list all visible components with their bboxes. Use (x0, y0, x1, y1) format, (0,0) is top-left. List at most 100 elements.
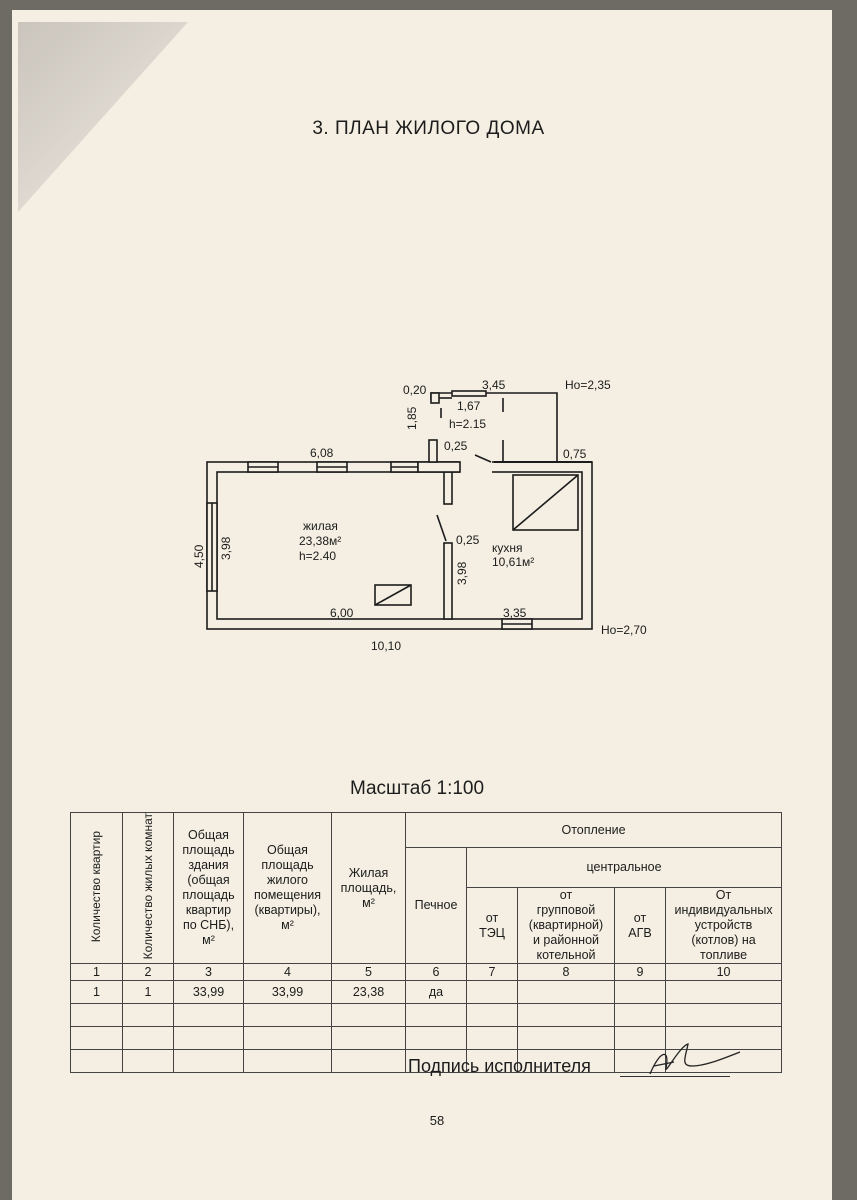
scale-label: Масштаб 1:100 (349, 778, 485, 799)
table-cell: 23,38 (331, 980, 406, 1005)
dim-label: Hо=2,35 (565, 378, 611, 392)
dim-label: 0,75 (563, 447, 587, 461)
header-line: площадь, (340, 880, 397, 895)
header-line: площадь (261, 858, 314, 873)
dim-label: 3,98 (219, 536, 233, 560)
column-number: 8 (517, 963, 615, 982)
dim-label: 1,85 (405, 406, 419, 430)
page-number: 58 (429, 1113, 445, 1128)
room-area: 23,38м² (299, 534, 341, 548)
header-line: (квартиры), (254, 903, 321, 918)
dim-label: h=2.15 (449, 417, 486, 431)
table-cell (466, 1003, 518, 1028)
header-line: (котлов) на (691, 933, 756, 948)
column-number: 5 (331, 963, 406, 982)
table-cell (243, 1049, 332, 1074)
column-number: 2 (122, 963, 174, 982)
dim-label: Hо=2,70 (601, 623, 647, 637)
table-row (70, 1003, 783, 1028)
header-stove-heating: Печное (405, 846, 467, 965)
table-row (70, 1026, 783, 1051)
table-cell (331, 1049, 406, 1074)
floor-plan: 0,20 3,45 Hо=2,35 1,67 h=2.15 1,85 6,08 … (192, 378, 647, 653)
table-cell (70, 1026, 123, 1051)
header-line: групповой (536, 903, 596, 918)
table-cell (173, 1026, 244, 1051)
outer-wall (206, 461, 593, 630)
table-cell (331, 1003, 406, 1028)
table-cell (517, 1026, 615, 1051)
table-cell (243, 1026, 332, 1051)
header-line: от (633, 910, 647, 925)
header-line: устройств (694, 918, 753, 933)
column-number: 9 (614, 963, 666, 982)
table-cell: 33,99 (173, 980, 244, 1005)
dim-label: 4,50 (192, 544, 206, 568)
table-cell (405, 1049, 467, 1074)
header-line: м² (281, 918, 294, 933)
header-line: квартир (185, 903, 232, 918)
header-line: м² (362, 895, 375, 910)
header-line: (общая (187, 873, 230, 888)
header-line: Жилая (348, 865, 389, 880)
dim-label: 3,98 (455, 561, 469, 585)
header-central: центральное (465, 846, 783, 889)
table-cell: 33,99 (243, 980, 332, 1005)
table-cell (405, 1026, 467, 1051)
dim-label: 0,25 (444, 439, 468, 453)
header-line: м² (202, 933, 215, 948)
table-cell: да (405, 980, 467, 1005)
header-line: здания (188, 858, 229, 873)
table-cell (70, 1049, 123, 1074)
header-rooms: Количество жилых комнат (122, 811, 174, 965)
dim-label: 0,20 (403, 383, 427, 397)
table-cell (614, 1003, 666, 1028)
summary-table: Количество квартир Количество жилых комн… (70, 811, 783, 1074)
room-area: 10,61м² (492, 555, 534, 569)
header-line: Общая (267, 843, 308, 858)
table-cell (517, 1049, 615, 1074)
column-number: 1 (70, 963, 123, 982)
signature-line (620, 1076, 730, 1077)
column-number: 7 (466, 963, 518, 982)
header-line: котельной (536, 948, 596, 963)
header-line: от (559, 888, 573, 903)
table-cell (70, 1003, 123, 1028)
dim-label: 3,45 (482, 378, 506, 392)
stove (512, 474, 579, 531)
header-line: индивидуальных (674, 903, 773, 918)
table-cell (664, 980, 783, 1005)
table-cell (517, 980, 615, 1005)
column-number: 3 (173, 963, 244, 982)
header-line: (квартирной) (528, 918, 604, 933)
header-apartments: Количество квартир (70, 811, 123, 965)
header-line: жилого (267, 873, 308, 888)
dim-label: 10,10 (371, 639, 401, 653)
header-line: и районной (532, 933, 600, 948)
dim-label: 0,25 (456, 533, 480, 547)
dim-label: 6,00 (330, 606, 354, 620)
room-name: жилая (303, 519, 338, 533)
table-cell (243, 1003, 332, 1028)
table-cell (466, 980, 518, 1005)
table-cell (173, 1003, 244, 1028)
room-height: h=2.40 (299, 549, 336, 563)
column-number: 10 (664, 963, 783, 982)
header-line: помещения (253, 888, 322, 903)
table-cell (173, 1049, 244, 1074)
dim-label: 6,08 (310, 446, 334, 460)
table-cell (405, 1003, 467, 1028)
page-title: 3. ПЛАН ЖИЛОГО ДОМА (312, 118, 545, 139)
signature (649, 1043, 741, 1075)
header-line: от (485, 910, 499, 925)
column-number: 6 (405, 963, 467, 982)
table-cell (331, 1026, 406, 1051)
table-cell (122, 1026, 174, 1051)
table-cell (466, 1049, 518, 1074)
